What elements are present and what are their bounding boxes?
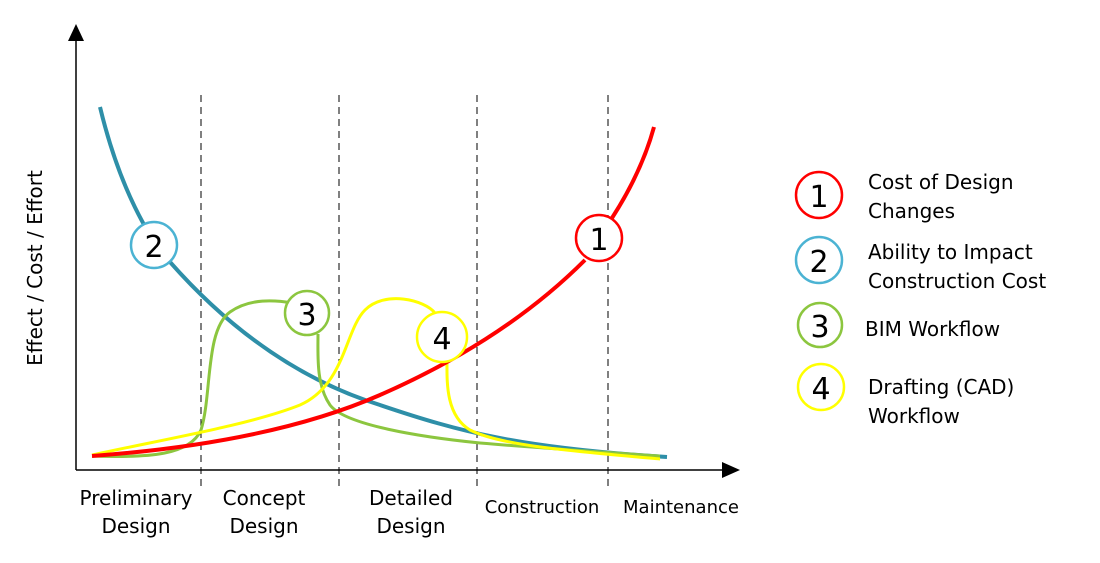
phase-labels: Preliminary Design Concept Design Detail… [80,486,739,538]
legend-item-2: 2 Ability to Impact Construction Cost [794,235,1046,293]
marker-2: 2 [129,220,179,270]
phase-label-detailed-line1: Detailed [369,486,453,510]
marker-3: 3 [283,289,331,337]
phase-label-concept-line1: Concept [223,486,306,510]
curve-drafting-workflow [91,297,661,461]
legend-circle-4-icon [796,362,846,412]
legend-label-3: BIM Workflow [865,317,1000,341]
curve-markers: 1 2 3 4 [129,213,624,364]
marker-circle-2-icon [129,220,179,270]
marker-circle-4-icon [415,310,469,364]
marker-circle-3-icon [283,289,331,337]
marker-number-3: 3 [297,298,316,333]
curve-ability-to-impact [98,106,668,459]
curves [91,106,668,461]
legend-label-2-line2: Construction Cost [868,269,1046,293]
marker-1: 1 [574,213,624,263]
phase-label-detailed-line2: Design [376,514,445,538]
legend-label-1-line2: Changes [868,199,955,223]
phase-label-maintenance: Maintenance [623,497,739,518]
y-axis-label: Effect / Cost / Effort [23,170,47,366]
phase-label-preliminary-line1: Preliminary [80,486,193,510]
legend-label-4-line2: Workflow [868,404,960,428]
legend-circle-3-icon [796,301,844,349]
marker-number-1: 1 [589,223,608,258]
legend-number-3: 3 [810,310,829,345]
marker-circle-1-icon [574,213,624,263]
legend-number-1: 1 [809,180,828,215]
phase-label-preliminary-line2: Design [101,514,170,538]
phase-label-construction: Construction [485,497,600,518]
legend-label-1-line1: Cost of Design [868,170,1014,194]
legend-circle-1-icon [794,170,844,220]
legend-item-4: 4 Drafting (CAD) Workflow [796,362,1014,428]
phase-label-concept-line2: Design [229,514,298,538]
legend-item-1: 1 Cost of Design Changes [794,170,1014,223]
legend-label-2-line1: Ability to Impact [868,240,1033,264]
legend-label-4-line1: Drafting (CAD) [868,375,1014,399]
x-axis-arrow-icon [722,462,740,478]
marker-number-2: 2 [144,230,163,265]
legend-number-2: 2 [809,245,828,280]
legend-number-4: 4 [811,372,830,407]
legend-circle-2-icon [794,235,844,285]
y-axis-arrow-icon [68,24,84,41]
marker-4: 4 [415,310,469,364]
legend: 1 Cost of Design Changes 2 Ability to Im… [794,170,1046,428]
legend-item-3: 3 BIM Workflow [796,301,1000,349]
marker-number-4: 4 [432,322,451,357]
axes [68,24,740,478]
curve-bim-workflow [91,299,661,459]
curve-cost-of-design-changes [91,126,656,458]
